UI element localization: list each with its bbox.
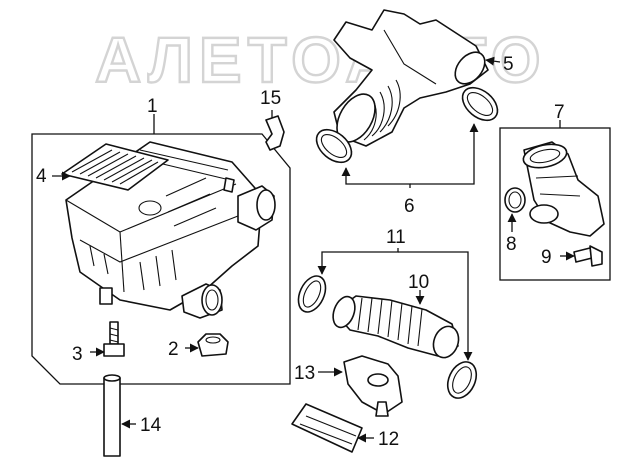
- leader-5: [485, 56, 501, 66]
- callout-1: 1: [147, 96, 158, 117]
- bellows-hose-part-10: [332, 295, 460, 359]
- clamp-part-6-left: [315, 128, 353, 164]
- assembly-1-frame: [31, 133, 291, 385]
- grommet-part-2: [197, 333, 229, 357]
- callout-4: 4: [36, 166, 47, 187]
- hose-part-15: [265, 115, 285, 151]
- leader-6a: [341, 167, 411, 188]
- callout-7: 7: [554, 102, 565, 123]
- callout-6: 6: [404, 196, 415, 217]
- leader-11b: [398, 251, 473, 361]
- air-filter-element: [61, 143, 169, 191]
- callout-9: 9: [541, 247, 552, 268]
- bolt-part-9: [573, 245, 603, 267]
- callout-13: 13: [294, 363, 315, 384]
- elbow-duct-part-7: [522, 141, 605, 237]
- resonator-part-13: [343, 355, 403, 417]
- callout-11: 11: [386, 227, 406, 248]
- callout-10: 10: [408, 272, 429, 293]
- callout-3: 3: [72, 344, 83, 365]
- leader-6b: [410, 123, 479, 185]
- clamp-part-11-left: [297, 275, 327, 313]
- intake-duct-part-5: [333, 9, 489, 147]
- leader-11a: [317, 248, 399, 275]
- assembly-7-frame: [499, 127, 611, 281]
- callout-8: 8: [506, 234, 517, 255]
- bolt-part-3: [103, 321, 125, 357]
- callout-12: 12: [378, 429, 399, 450]
- clamp-part-6-right: [461, 86, 499, 122]
- callout-5: 5: [503, 54, 514, 75]
- o-ring-part-8: [504, 187, 526, 213]
- callout-2: 2: [168, 339, 179, 360]
- tube-part-14: [103, 374, 121, 457]
- clamp-part-11-right: [446, 361, 478, 399]
- callout-14: 14: [140, 415, 162, 436]
- cover-part-12: [291, 403, 363, 453]
- callout-15: 15: [260, 88, 281, 109]
